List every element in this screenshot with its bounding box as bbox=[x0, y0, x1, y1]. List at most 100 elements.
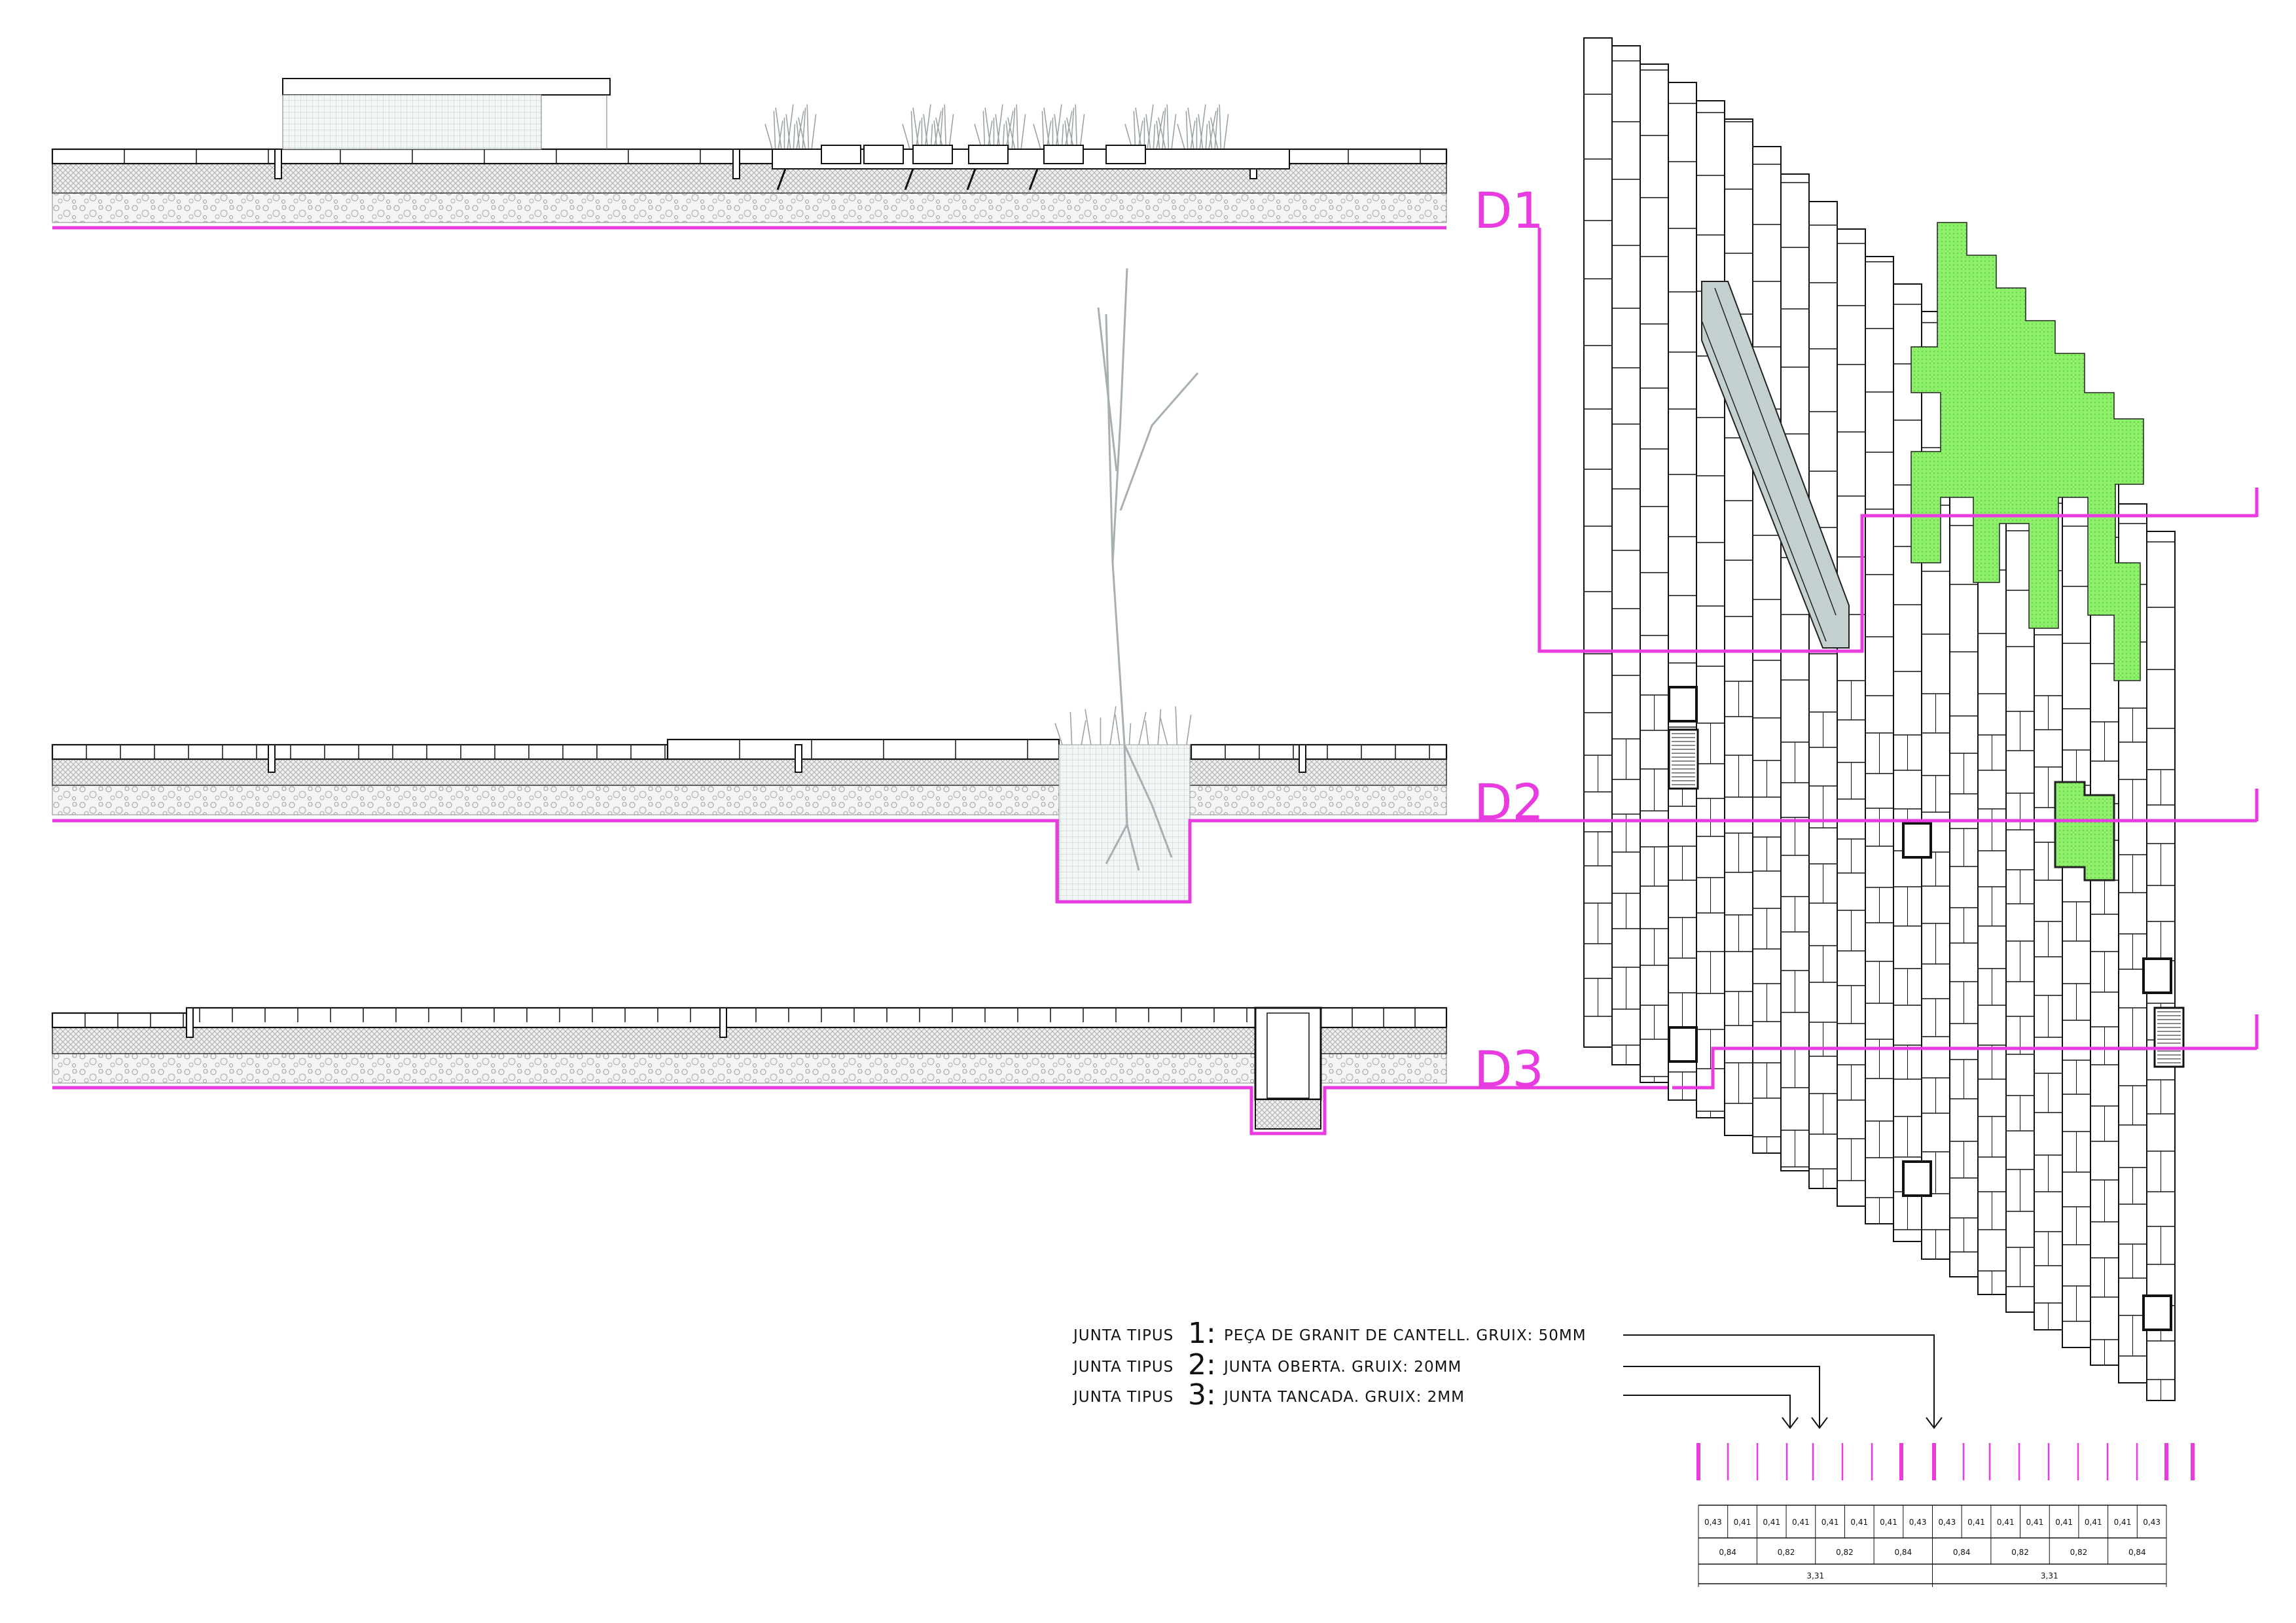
grass-blade bbox=[1033, 124, 1041, 150]
paving-column bbox=[1865, 256, 1894, 1224]
joint-granite bbox=[732, 149, 740, 179]
dim-label-row1: 0,43 bbox=[1938, 1518, 1956, 1527]
grass-blade bbox=[1205, 124, 1208, 150]
dim-label-row1: 0,41 bbox=[1792, 1518, 1810, 1527]
paving-strip bbox=[51, 743, 669, 760]
dim-label-row1: 0,41 bbox=[1821, 1518, 1839, 1527]
legend-text-1: PEÇA DE GRANIT DE CANTELL. GRUIX: 50MM bbox=[1224, 1327, 1587, 1344]
dim-label-row1: 0,41 bbox=[1880, 1518, 1897, 1527]
grass-blade bbox=[1185, 111, 1189, 150]
grass-blade bbox=[1198, 114, 1204, 150]
dim-label-row1: 0,41 bbox=[1997, 1518, 2015, 1527]
paving-column-outline bbox=[1696, 100, 1725, 1118]
drain-grate bbox=[2153, 1007, 2185, 1068]
paving-column bbox=[2062, 448, 2091, 1348]
grass-blade bbox=[924, 104, 931, 150]
dim-label-row2: 0,84 bbox=[2128, 1548, 2146, 1557]
planter-block bbox=[912, 145, 953, 164]
dim-label-row2: 0,82 bbox=[2011, 1548, 2029, 1557]
joint-granite bbox=[268, 744, 276, 773]
grass-blade bbox=[1219, 104, 1222, 150]
grass-blade bbox=[987, 120, 993, 150]
grass-blade bbox=[806, 104, 810, 150]
grass-blade bbox=[773, 111, 776, 150]
paving-column bbox=[1668, 82, 1697, 1101]
drain-box bbox=[1902, 822, 1932, 859]
section-label-d1: D1 bbox=[1474, 181, 1544, 240]
grass-blade bbox=[948, 114, 954, 150]
grass-blade bbox=[1020, 114, 1026, 150]
dimension-chain: 0,43 0,41 0,41 0,41 0,41 0,41 0,41 0,43 0,43 0,41… bbox=[1698, 1505, 2167, 1587]
joint-granite bbox=[795, 744, 802, 773]
grass-blade bbox=[778, 120, 783, 150]
grass-blade bbox=[787, 104, 794, 150]
joint-granite bbox=[274, 149, 282, 179]
slot-mark bbox=[966, 168, 977, 190]
dim-label-row1: 0,41 bbox=[1850, 1518, 1868, 1527]
grass-blade bbox=[923, 114, 929, 150]
grass-blade bbox=[1085, 709, 1092, 745]
grass-blade bbox=[995, 114, 1001, 150]
paving-column bbox=[1780, 173, 1810, 1171]
dim-label-row1: 0,43 bbox=[1909, 1518, 1927, 1527]
legend-num-2: 2: bbox=[1188, 1348, 1216, 1382]
slot-mark bbox=[776, 168, 787, 190]
dim-label-row1: 0,43 bbox=[1704, 1518, 1722, 1527]
grass-blade bbox=[1162, 107, 1166, 150]
grass-blade bbox=[796, 111, 804, 150]
grass-blade bbox=[1147, 104, 1154, 150]
grass-blade bbox=[1166, 104, 1170, 150]
grass-blade bbox=[1109, 706, 1117, 745]
grass-blade bbox=[1171, 114, 1177, 150]
paving-column bbox=[1640, 63, 1669, 1083]
dim-label-row2: 0,84 bbox=[1719, 1548, 1736, 1557]
plan-features bbox=[1668, 222, 2185, 1331]
dim-label-row1: 0,41 bbox=[1967, 1518, 1985, 1527]
grass-blade bbox=[1066, 117, 1075, 150]
paving-plan bbox=[1583, 37, 2176, 1401]
grass-blade bbox=[939, 107, 944, 150]
joint-granite bbox=[186, 1007, 194, 1038]
grass-blade bbox=[1145, 720, 1149, 745]
grass-blade bbox=[910, 111, 914, 150]
grass-blade bbox=[1064, 111, 1073, 150]
dim-label-row1: 0,41 bbox=[2085, 1518, 2102, 1527]
section-d3-drawing bbox=[51, 1007, 1672, 1135]
dim-label-row2: 0,82 bbox=[2070, 1548, 2088, 1557]
grass-blade bbox=[1145, 114, 1151, 150]
paving-column-outline bbox=[1724, 118, 1753, 1136]
section-label-d3: D3 bbox=[1474, 1040, 1544, 1098]
legend-text-3: JUNTA TANCADA. GRUIX: 2MM bbox=[1223, 1389, 1465, 1406]
legend-num-1: 1: bbox=[1188, 1317, 1216, 1350]
slot-mark bbox=[904, 168, 914, 190]
legend-item-2: JUNTA TIPUS 2: JUNTA OBERTA. GRUIX: 20MM bbox=[1072, 1348, 1461, 1382]
grass-blade bbox=[811, 114, 817, 150]
paving-column-outline bbox=[1780, 173, 1810, 1171]
legend-prefix-1: JUNTA TIPUS bbox=[1072, 1327, 1174, 1344]
grass-blade bbox=[764, 124, 773, 150]
grass-blade bbox=[1075, 104, 1078, 150]
grass-blade bbox=[1069, 711, 1073, 745]
grass-blade bbox=[1223, 114, 1229, 150]
grass-blade bbox=[802, 107, 806, 150]
grass-blade bbox=[984, 107, 992, 150]
grass-blade bbox=[1208, 120, 1213, 150]
grass-blade bbox=[1153, 124, 1156, 150]
dim-label-row1: 0,41 bbox=[1763, 1518, 1780, 1527]
grass-blade bbox=[1007, 117, 1016, 150]
planter-block bbox=[1105, 145, 1146, 164]
drain-box bbox=[1668, 1026, 1698, 1063]
grass-blade bbox=[1070, 107, 1075, 150]
grass-blade bbox=[797, 117, 806, 150]
legend-item-1: JUNTA TIPUS 1: PEÇA DE GRANIT DE CANTELL… bbox=[1072, 1317, 1587, 1350]
dim-label-row2: 0,82 bbox=[1778, 1548, 1795, 1557]
grass-blade bbox=[1128, 722, 1132, 745]
grass-blade bbox=[785, 114, 791, 150]
grass-blade bbox=[935, 117, 944, 150]
joint-granite bbox=[1299, 744, 1306, 773]
grass-blade bbox=[1115, 715, 1121, 745]
grass-blade bbox=[1156, 111, 1164, 150]
grass-blade bbox=[944, 104, 947, 150]
dim-label-row2: 0,84 bbox=[1894, 1548, 1912, 1557]
